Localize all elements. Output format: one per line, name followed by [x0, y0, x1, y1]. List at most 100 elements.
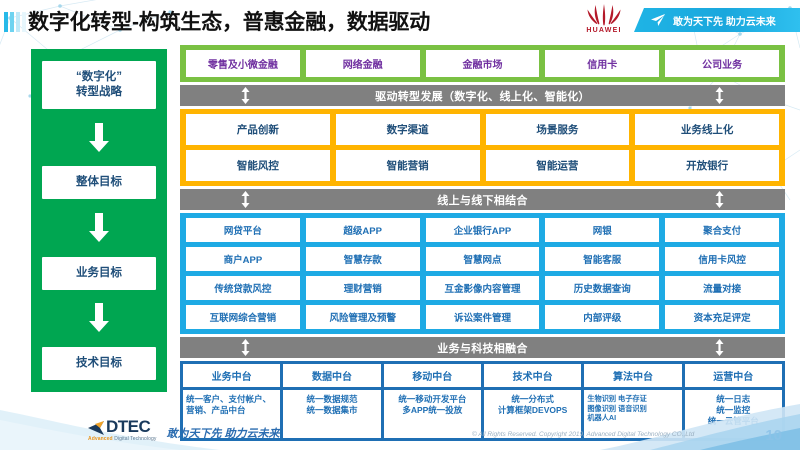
application-chip-corporate-app[interactable]: 企业银行APP: [425, 218, 540, 242]
platform-detail-algorithm: 生物识别 电子存证 图像识别 语音识别 机器人AI: [584, 390, 682, 438]
platform-column-algorithm[interactable]: 算法中台 生物识别 电子存证 图像识别 语音识别 机器人AI: [584, 364, 682, 438]
platform-column-data[interactable]: 数据中台 统一数据规范 统一数据集市: [283, 364, 381, 438]
connector-bar-drive-transformation: 驱动转型发展（数字化、线上化、智能化）: [180, 85, 785, 106]
page-title: 数字化转型-构筑生态，普惠金融，数据驱动: [28, 11, 430, 34]
huawei-slogan-banner: 敢为天下先 助力云未来: [634, 8, 800, 32]
dtec-tagline-bold: Advanced: [88, 436, 113, 442]
application-chip-internet-marketing[interactable]: 互联网综合营销: [186, 305, 300, 329]
strategy-item-business-goal[interactable]: 业务目标: [42, 256, 156, 290]
platform-detail-operation-line1: 统一日志: [716, 394, 751, 404]
application-chip-risk-early-warning[interactable]: 风险管理及预警: [305, 305, 420, 329]
down-arrow-icon-3: [89, 303, 109, 333]
application-row-2: 商户APP 智慧存款 智慧网点 智能客服 信用卡风控: [186, 247, 779, 271]
huawei-wordmark: HUAWEI: [586, 27, 622, 34]
platform-detail-algorithm-line1: 生物识别 电子存证: [587, 394, 647, 403]
slide-header: 数字化转型-构筑生态，普惠金融，数据驱动 HUAWEI 敢为天下先 助力云未来: [0, 0, 800, 42]
platform-detail-mobile-line1: 统一移动开发平台: [398, 394, 467, 404]
capability-chip-scenario-service[interactable]: 场景服务: [485, 114, 630, 145]
platform-title-technology: 技术中台: [483, 364, 582, 387]
platform-detail-technology-line1: 统一分布式: [511, 394, 554, 404]
huawei-flower-icon: [587, 4, 621, 26]
application-chip-image-content-mgmt[interactable]: 互金影像内容管理: [425, 276, 540, 300]
application-chip-super-app[interactable]: 超级APP: [305, 218, 420, 242]
architecture-stack: 零售及小微金融 网络金融 金融市场 信用卡 公司业务 驱动转型发展（数字化、线上…: [180, 45, 785, 441]
page-number: 10: [765, 427, 782, 444]
capability-chip-smart-operation[interactable]: 智能运营: [485, 150, 630, 181]
capability-row-2: 智能风控 智能营销 智能运营 开放银行: [186, 150, 779, 181]
application-chip-history-query[interactable]: 历史数据查询: [545, 276, 660, 300]
platform-detail-algorithm-line3: 机器人AI: [587, 413, 617, 422]
application-chip-aggregate-pay[interactable]: 聚合支付: [665, 218, 779, 242]
platform-title-business: 业务中台: [183, 364, 281, 387]
platform-detail-mobile-line2: 多APP统一投放: [402, 405, 463, 415]
application-chip-card-risk[interactable]: 信用卡风控: [665, 247, 779, 271]
strategy-item-digital[interactable]: “数字化” 转型战略: [42, 61, 156, 109]
platform-column-mobile[interactable]: 移动中台 统一移动开发平台 多APP统一投放: [383, 364, 481, 438]
capability-chip-smart-marketing[interactable]: 智能营销: [335, 150, 480, 181]
application-chip-online-loan[interactable]: 网贷平台: [186, 218, 300, 242]
business-chip-market[interactable]: 金融市场: [425, 50, 540, 77]
footer-swoosh-decoration: [0, 404, 800, 450]
application-chip-internet-bank[interactable]: 网银: [545, 218, 660, 242]
platform-detail-technology: 统一分布式 计算框架DEVOPS: [483, 390, 582, 438]
application-chip-merchant-app[interactable]: 商户APP: [186, 247, 300, 271]
application-chip-capital-adequacy[interactable]: 资本充足评定: [665, 305, 779, 329]
application-chip-litigation-mgmt[interactable]: 诉讼案件管理: [425, 305, 540, 329]
double-arrow-icon-2a: [241, 191, 250, 208]
platform-title-mobile: 移动中台: [383, 364, 481, 387]
platform-detail-data-line2: 统一数据集市: [306, 405, 358, 415]
application-chip-smart-branch[interactable]: 智慧网点: [425, 247, 540, 271]
business-chip-retail[interactable]: 零售及小微金融: [186, 50, 300, 77]
application-chip-traditional-loan-risk[interactable]: 传统贷款风控: [186, 276, 300, 300]
dtec-tagline-rest: Digital Technology: [112, 436, 157, 442]
capability-chip-digital-channel[interactable]: 数字渠道: [335, 114, 480, 145]
strategy-item-technology-goal[interactable]: 技术目标: [42, 346, 156, 380]
application-chip-wealth-marketing[interactable]: 理财营销: [305, 276, 420, 300]
banner-slogan: 敢为天下先 助力云未来: [673, 16, 776, 28]
business-chip-corporate[interactable]: 公司业务: [665, 50, 779, 77]
platform-band: 业务中台 统一客户、支付帐户、营销、产品中台 数据中台 统一数据规范 统一数据集…: [180, 361, 785, 441]
platform-detail-data-line1: 统一数据规范: [306, 394, 358, 404]
copyright-text: © All Rights Reserved. Copyright 2019, A…: [472, 431, 695, 438]
strategy-column: “数字化” 转型战略 整体目标 业务目标 技术目标: [31, 49, 167, 392]
platform-detail-business: 统一客户、支付帐户、营销、产品中台: [183, 390, 281, 438]
slide-footer: DTEC Advanced Digital Technology 敢为天下先 助…: [0, 404, 800, 450]
down-arrow-icon-2: [89, 212, 109, 242]
bars-icon: [4, 12, 26, 34]
capability-chip-product-innovation[interactable]: 产品创新: [186, 114, 330, 145]
application-chip-smart-deposit[interactable]: 智慧存款: [305, 247, 420, 271]
platform-detail-technology-line2: 计算框架DEVOPS: [497, 405, 568, 415]
double-arrow-icon-2b: [715, 191, 724, 208]
application-row-3: 传统贷款风控 理财营销 互金影像内容管理 历史数据查询 流量对接: [186, 276, 779, 300]
down-arrow-icon-1: [89, 122, 109, 152]
connector-label-1: 驱动转型发展（数字化、线上化、智能化）: [375, 90, 590, 103]
dtec-wordmark: DTEC: [106, 417, 151, 436]
capability-row-1: 产品创新 数字渠道 场景服务 业务线上化: [186, 114, 779, 145]
capability-chip-open-banking[interactable]: 开放银行: [635, 150, 779, 181]
platform-title-data: 数据中台: [283, 364, 381, 387]
dtec-logo: DTEC Advanced Digital Technology 敢为天下先 助…: [88, 417, 280, 442]
strategy-item-digital-line1: “数字化”: [76, 71, 122, 83]
double-arrow-icon-3a: [241, 339, 250, 356]
platform-column-technology[interactable]: 技术中台 统一分布式 计算框架DEVOPS: [483, 364, 582, 438]
business-lines-band: 零售及小微金融 网络金融 金融市场 信用卡 公司业务: [180, 45, 785, 82]
business-chip-creditcard[interactable]: 信用卡: [545, 50, 660, 77]
application-row-4: 互联网综合营销 风险管理及预警 诉讼案件管理 内部评级 资本充足评定: [186, 305, 779, 329]
capability-chip-business-online[interactable]: 业务线上化: [635, 114, 779, 145]
platform-detail-mobile: 统一移动开发平台 多APP统一投放: [383, 390, 481, 438]
platform-detail-data: 统一数据规范 统一数据集市: [283, 390, 381, 438]
capability-chip-smart-risk[interactable]: 智能风控: [186, 150, 330, 181]
strategy-item-overall-goal[interactable]: 整体目标: [42, 166, 156, 200]
platform-title-operation: 运营中台: [684, 364, 782, 387]
dtec-tagline: Advanced Digital Technology: [88, 436, 156, 442]
business-chip-online[interactable]: 网络金融: [305, 50, 420, 77]
application-chip-internal-rating[interactable]: 内部评级: [545, 305, 660, 329]
business-lines-row: 零售及小微金融 网络金融 金融市场 信用卡 公司业务: [186, 50, 779, 77]
application-chip-smart-service[interactable]: 智能客服: [545, 247, 660, 271]
application-chip-traffic-integration[interactable]: 流量对接: [665, 276, 779, 300]
double-arrow-icon-1a: [241, 87, 250, 104]
platform-column-business[interactable]: 业务中台 统一客户、支付帐户、营销、产品中台: [183, 364, 281, 438]
connector-label-2: 线上与线下相结合: [437, 194, 528, 207]
connector-label-3: 业务与科技相融合: [437, 342, 528, 355]
